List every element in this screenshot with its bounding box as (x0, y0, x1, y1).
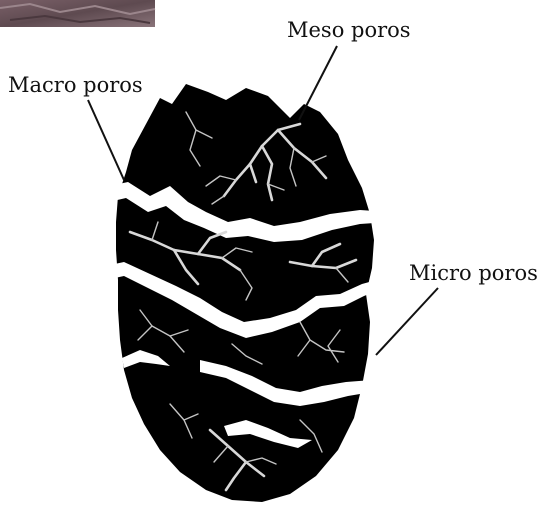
soil-aggregate (116, 84, 374, 502)
macro-leader-line (88, 100, 124, 180)
photo-fragment (0, 0, 155, 27)
micro-leader-line (376, 288, 438, 355)
meso-leader-line (299, 46, 337, 120)
macro-pores-label: Macro poros (8, 73, 143, 97)
micro-pores-label: Micro poros (409, 261, 538, 285)
meso-pores-label: Meso poros (287, 18, 411, 42)
